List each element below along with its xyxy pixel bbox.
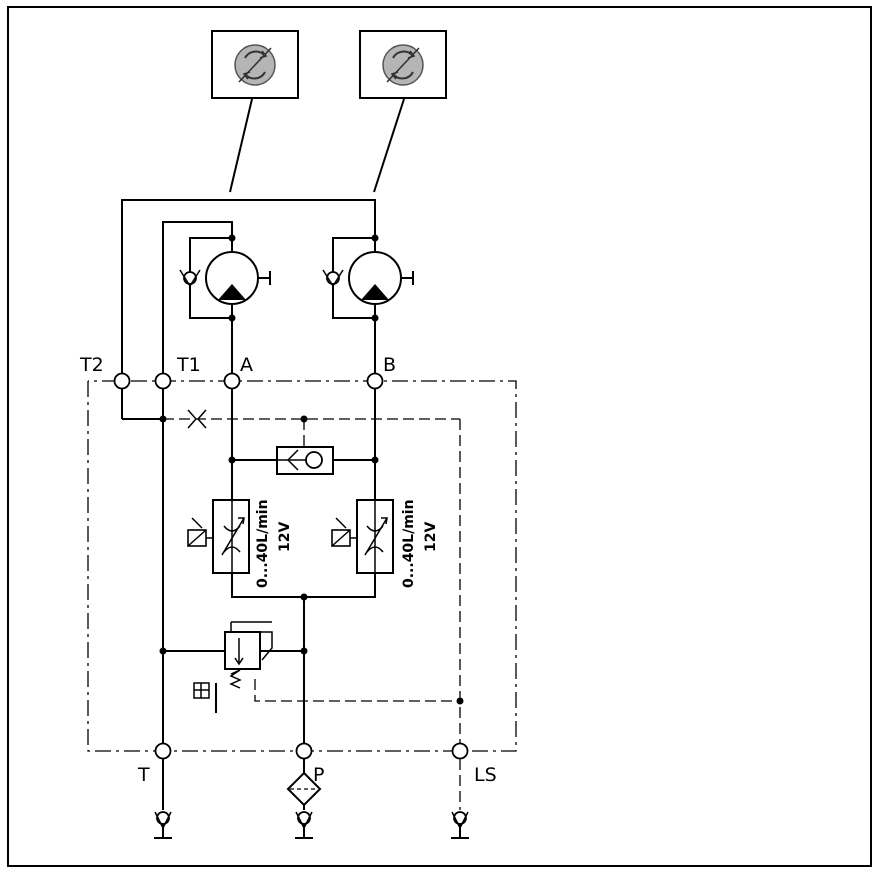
- rotation-icon: [234, 44, 276, 86]
- port-label-a: A: [240, 354, 253, 376]
- orifice-restrictor: [187, 409, 207, 429]
- check-valve-motor-left: [179, 269, 201, 288]
- diagram-frame: [7, 6, 872, 867]
- rotation-icon: [382, 44, 424, 86]
- rotation-indicator-right: [359, 30, 447, 99]
- port-p: [295, 742, 313, 760]
- leader-line-right: [373, 98, 405, 193]
- coupler-p: [295, 811, 313, 839]
- port-b: [366, 372, 384, 390]
- check-valve-motor-right: [322, 269, 344, 288]
- valve-right-flow-label: 0...40L/min: [401, 499, 417, 588]
- port-t1: [154, 372, 172, 390]
- valve-left-flow-label: 0...40L/min: [255, 499, 271, 588]
- port-label-t1: T1: [176, 354, 201, 376]
- coupler-ls: [451, 811, 469, 839]
- proportional-valve-right: [331, 499, 394, 574]
- port-label-p: P: [313, 764, 324, 786]
- port-t: [154, 742, 172, 760]
- junction-dots: [159, 234, 464, 705]
- pressure-compensator: [193, 631, 261, 713]
- coupler-t: [154, 811, 172, 839]
- leader-line-left: [229, 98, 253, 193]
- port-label-t: T: [137, 764, 150, 786]
- pilot-lines: [163, 418, 461, 810]
- valve-block-boundary: [87, 380, 517, 752]
- hydraulic-motor-right: [348, 251, 414, 305]
- port-label-t2: T2: [79, 354, 104, 376]
- valve-left-voltage-label: 12V: [277, 522, 293, 552]
- port-label-ls: LS: [474, 764, 497, 786]
- hydraulic-motor-left: [205, 251, 271, 305]
- valve-right-voltage-label: 12V: [423, 522, 439, 552]
- shuttle-valve: [276, 446, 334, 475]
- inline-filter: [286, 771, 322, 807]
- port-t2: [113, 372, 131, 390]
- port-a: [223, 372, 241, 390]
- proportional-valve-left: [187, 499, 250, 574]
- port-ls: [451, 742, 469, 760]
- rotation-indicator-left: [211, 30, 299, 99]
- port-label-b: B: [383, 354, 396, 376]
- port-markers: [113, 372, 469, 760]
